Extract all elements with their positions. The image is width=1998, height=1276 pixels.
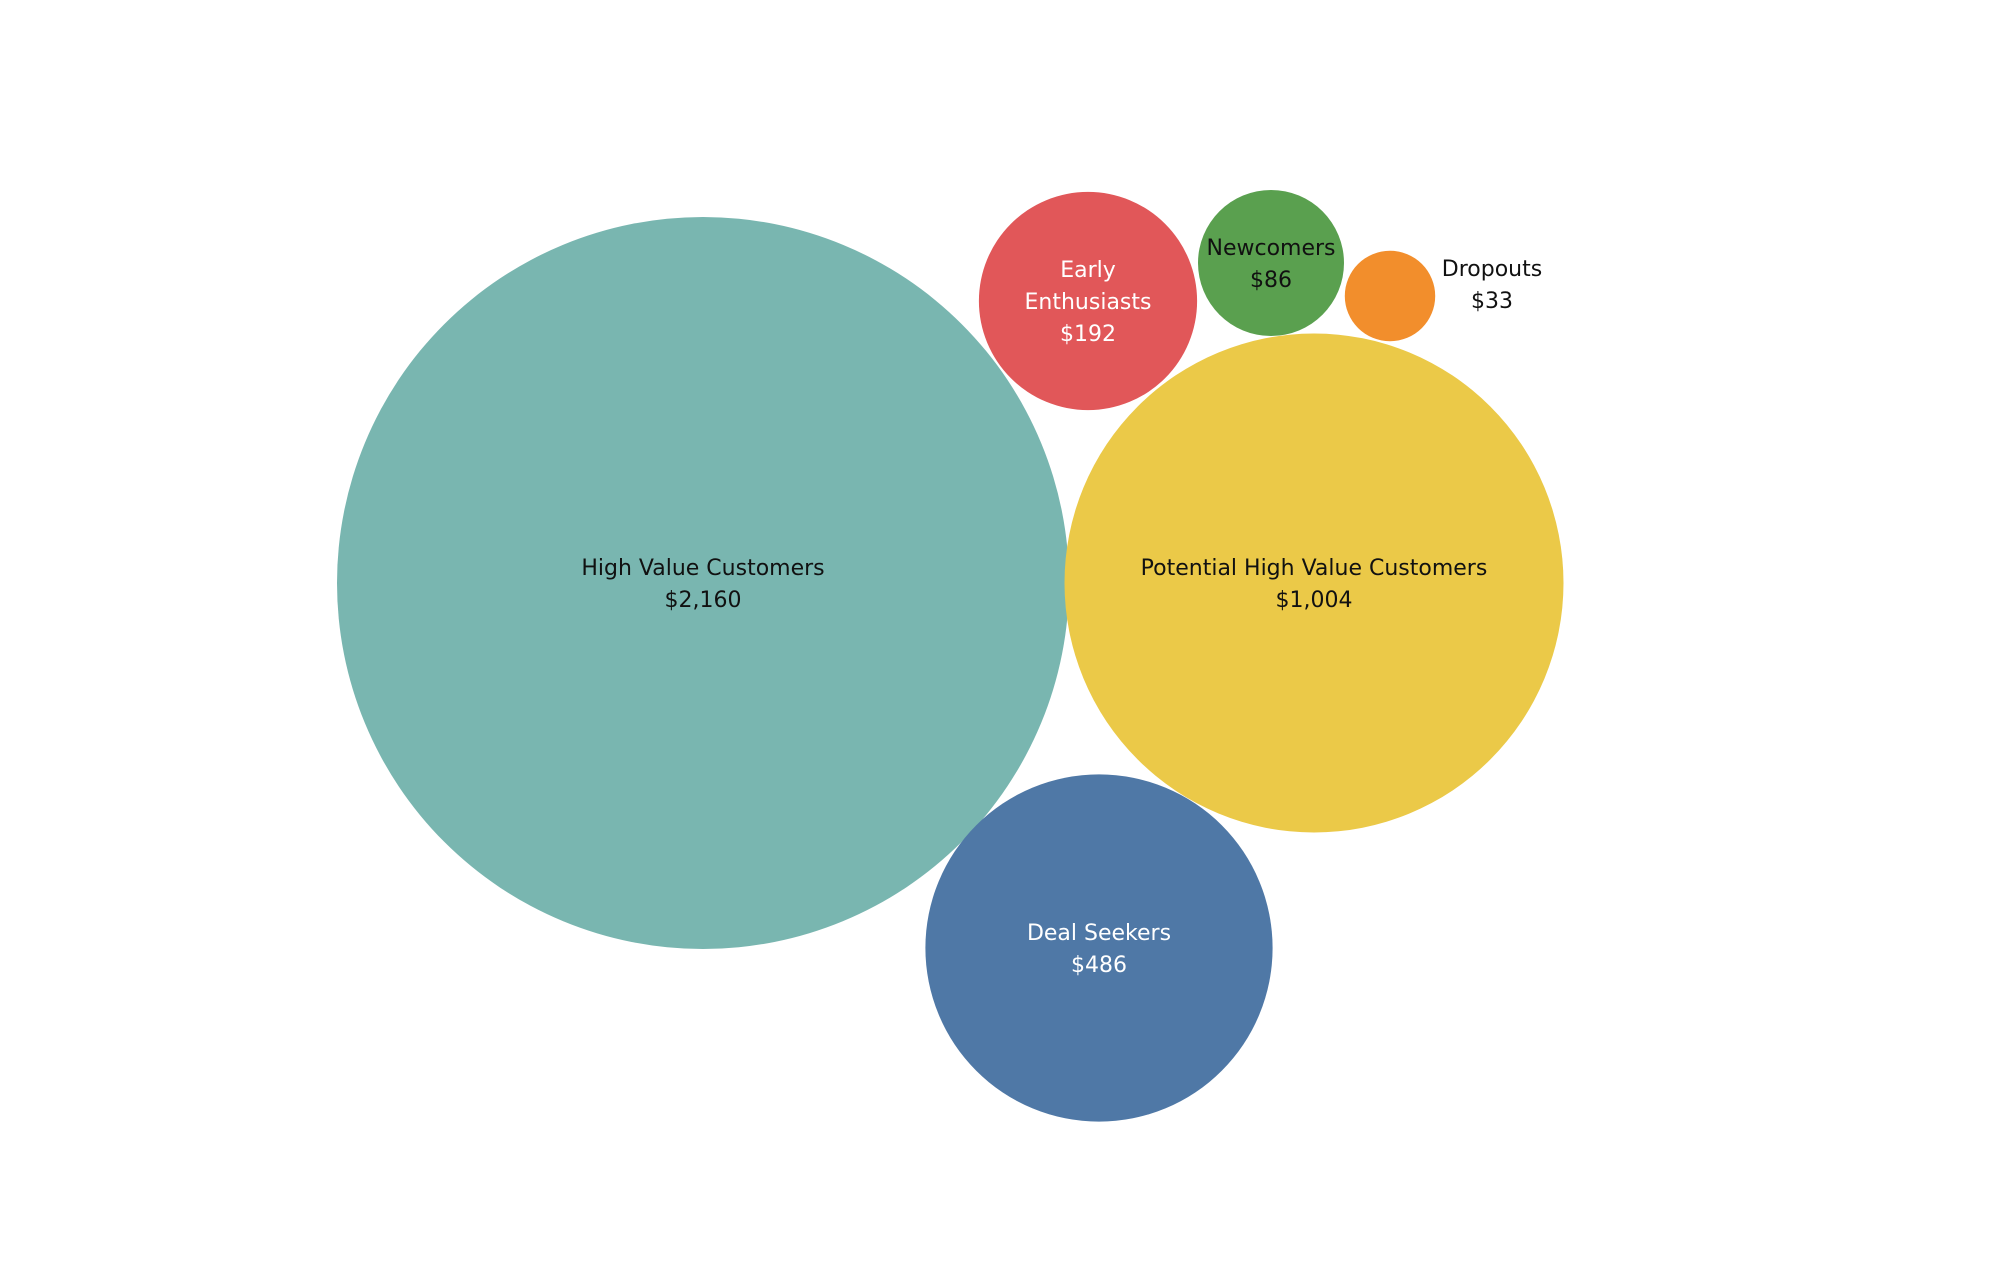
bubble-label-newcomers: Newcomers $86: [1206, 236, 1335, 293]
bubble-value-potential-high-value-customers: $1,004: [1276, 588, 1353, 613]
bubble-name-potential-high-value-customers: Potential High Value Customers: [1141, 556, 1488, 581]
bubble-name-early-enthusiasts: Enthusiasts: [1025, 290, 1152, 315]
bubble-dropouts[interactable]: [1344, 250, 1436, 342]
bubble-label-high-value-customers: High Value Customers $2,160: [581, 556, 824, 613]
bubble-label-dropouts: Dropouts $33: [1442, 257, 1542, 314]
bubble-value-dropouts: $33: [1471, 289, 1513, 314]
bubble-label-potential-high-value-customers: Potential High Value Customers $1,004: [1141, 556, 1488, 613]
bubble-value-early-enthusiasts: $192: [1060, 322, 1116, 347]
label-group: High Value Customers $2,160 Potential High…: [581, 236, 1542, 978]
bubble-name-newcomers: Newcomers: [1206, 236, 1335, 261]
bubble-name-early-enthusiasts: Early: [1060, 258, 1116, 283]
bubble-name-dropouts: Dropouts: [1442, 257, 1542, 282]
bubble-name-high-value-customers: High Value Customers: [581, 556, 824, 581]
bubble-high-value-customers[interactable]: [337, 217, 1069, 949]
bubble-value-high-value-customers: $2,160: [665, 588, 742, 613]
bubble-deal-seekers[interactable]: [925, 774, 1273, 1122]
bubble-name-deal-seekers: Deal Seekers: [1027, 921, 1171, 946]
bubble-value-deal-seekers: $486: [1071, 953, 1127, 978]
bubble-label-deal-seekers: Deal Seekers $486: [1027, 921, 1171, 978]
bubble-group: [337, 190, 1564, 1122]
bubble-newcomers[interactable]: [1198, 190, 1344, 336]
bubble-value-newcomers: $86: [1250, 268, 1292, 293]
bubble-early-enthusiasts[interactable]: [978, 191, 1198, 411]
bubble-potential-high-value-customers[interactable]: [1064, 333, 1564, 833]
